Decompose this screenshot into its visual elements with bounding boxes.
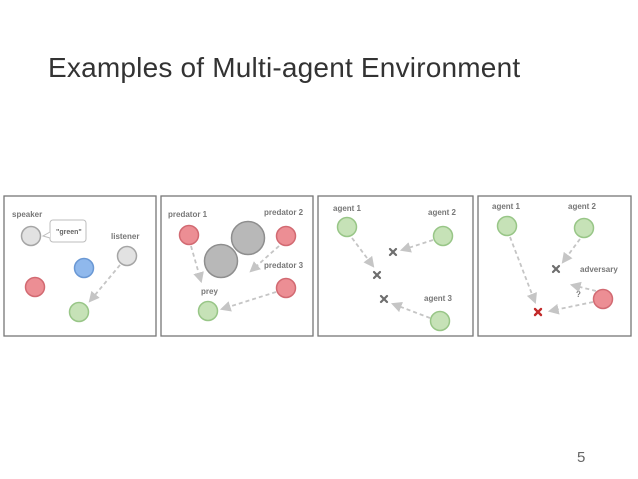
movement-arrow xyxy=(399,239,434,253)
speech-bubble xyxy=(49,219,87,243)
movement-arrow xyxy=(249,245,280,273)
landmark-x-mark xyxy=(372,270,382,280)
movement-arrow xyxy=(547,301,594,315)
landmark-x-mark xyxy=(379,294,389,304)
agent-1-label: agent 1 xyxy=(492,202,521,211)
speaker-agent xyxy=(20,225,42,247)
agent-1-label: agent 1 xyxy=(333,204,362,213)
movement-arrow xyxy=(561,238,581,264)
obstacle-large xyxy=(230,220,266,256)
agent-2-label: agent 2 xyxy=(568,202,597,211)
panel-cooperative-navigation: agent 1 agent 2 agent 3 xyxy=(317,195,474,337)
agent-2-label: agent 2 xyxy=(428,208,457,217)
agent-3 xyxy=(429,310,451,332)
adversary-label: adversary xyxy=(580,265,618,274)
decoy-x-mark xyxy=(551,264,561,274)
predator-1-label: predator 1 xyxy=(168,210,208,219)
panel-frame xyxy=(317,195,474,337)
speaker-label: speaker xyxy=(12,210,42,219)
agent-2 xyxy=(573,217,595,239)
movement-arrow xyxy=(509,236,537,305)
slide-title: Examples of Multi-agent Environment xyxy=(48,52,521,83)
predator-2 xyxy=(275,225,297,247)
speech-bubble-tail xyxy=(41,231,51,239)
agent-3-label: agent 3 xyxy=(424,294,453,303)
page-number: 5 xyxy=(577,449,586,466)
panel-predator-prey: predator 1 predator 2 predator 3 prey xyxy=(160,195,314,337)
agent-1 xyxy=(496,215,518,237)
speech-bubble-text: "green" xyxy=(56,229,82,236)
landmark-blue xyxy=(73,257,95,279)
predator-2-label: predator 2 xyxy=(264,208,304,217)
movement-arrow xyxy=(219,291,277,312)
listener-label: listener xyxy=(111,232,139,241)
landmark-red xyxy=(24,276,46,298)
adversary-agent xyxy=(592,288,614,310)
target-x-mark xyxy=(533,307,543,317)
movement-arrow xyxy=(190,245,204,284)
prey-label: prey xyxy=(201,287,218,296)
agent-2 xyxy=(432,225,454,247)
panel-speaker-listener: speaker "green" listener xyxy=(3,195,157,337)
predator-1 xyxy=(178,224,200,246)
predator-3-label: predator 3 xyxy=(264,261,304,270)
listener-agent xyxy=(116,245,138,267)
movement-arrow xyxy=(88,264,121,303)
question-mark: ? xyxy=(576,290,581,299)
agent-1 xyxy=(336,216,358,238)
movement-arrow xyxy=(351,237,375,268)
panel-adversary: agent 1 agent 2 adversary ? xyxy=(477,195,632,337)
predator-3 xyxy=(275,277,297,299)
landmark-green xyxy=(68,301,90,323)
prey-agent xyxy=(197,300,219,322)
landmark-x-mark xyxy=(388,247,398,257)
obstacle-large xyxy=(203,243,239,279)
